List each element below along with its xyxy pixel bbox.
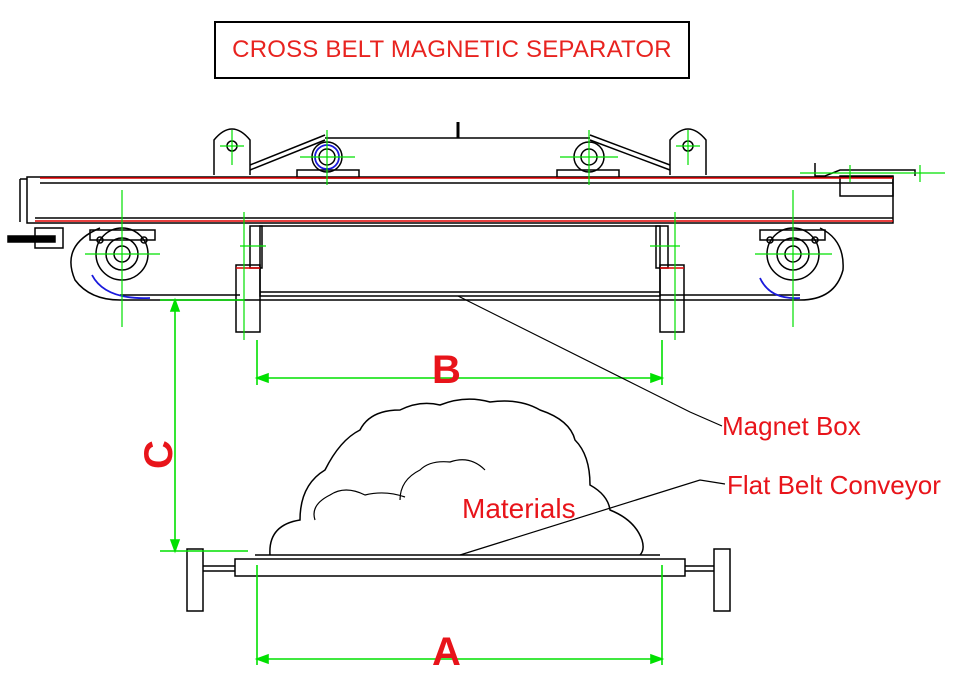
main-beam xyxy=(26,176,894,224)
leader-magnet-box xyxy=(457,295,723,427)
cross-belt xyxy=(70,227,844,301)
lifting-lug-right xyxy=(669,128,707,175)
centerlines xyxy=(85,130,945,340)
materials-label: Materials xyxy=(462,493,576,524)
dimension-a xyxy=(254,565,665,665)
conveyor-belt xyxy=(234,558,686,577)
dimension-c xyxy=(160,297,248,554)
diagram-title: CROSS BELT MAGNETIC SEPARATOR xyxy=(232,36,672,63)
leader-lines xyxy=(457,295,726,556)
lifting-lug-left xyxy=(213,128,251,175)
magnet-box-label: Magnet Box xyxy=(722,411,861,441)
dimension-c-label: C xyxy=(136,440,181,469)
red-details xyxy=(35,177,893,269)
materials-pile xyxy=(269,398,644,556)
title-box: CROSS BELT MAGNETIC SEPARATOR xyxy=(214,21,690,79)
separator-frame xyxy=(7,122,916,612)
dimension-b xyxy=(254,340,665,385)
leader-flat-belt xyxy=(459,479,726,556)
dimension-b-label: B xyxy=(432,348,461,392)
flat-belt-conveyor-label: Flat Belt Conveyor xyxy=(727,470,941,500)
magnet-box xyxy=(259,225,661,297)
dimension-a-label: A xyxy=(432,630,461,674)
